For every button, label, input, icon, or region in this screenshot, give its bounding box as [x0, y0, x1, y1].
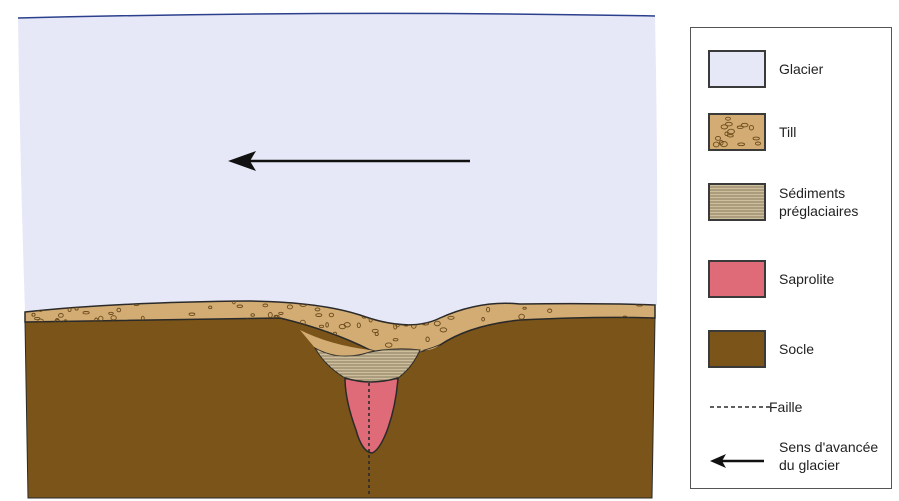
bedrock-layer [25, 317, 655, 498]
legend: Glacier Till Sédiments préglaciaires Sap… [690, 27, 892, 489]
legend-label-glacier: Glacier [779, 60, 823, 78]
legend-label-faille: Faille [769, 398, 802, 416]
glacier-swatch [708, 50, 766, 88]
legend-label-socle: Socle [779, 340, 814, 358]
glacier-layer [18, 13, 657, 324]
sediment-swatch [708, 183, 766, 221]
saprolite-swatch [708, 260, 766, 298]
legend-label-till: Till [779, 123, 796, 141]
legend-label-sediments: Sédiments préglaciaires [779, 184, 858, 220]
glacier-cross-section [0, 0, 690, 501]
legend-label-saprolite: Saprolite [779, 270, 834, 288]
left-arrow-icon [708, 451, 768, 471]
dashed-line [708, 398, 772, 416]
legend-label-sens: Sens d'avancée du glacier [779, 438, 878, 474]
till-swatch [708, 113, 766, 151]
bedrock-swatch [708, 330, 766, 368]
